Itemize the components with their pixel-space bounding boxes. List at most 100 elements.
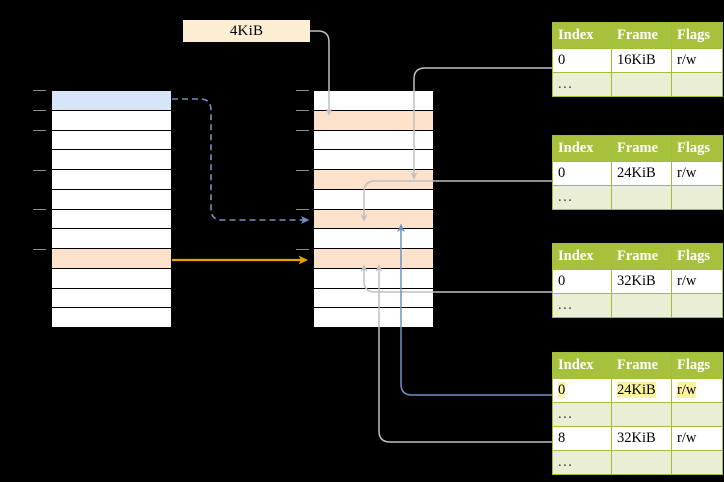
scale-tick (296, 170, 309, 171)
virtual-memory-row (52, 209, 171, 230)
cell-frame: 16KiB (611, 48, 672, 73)
cell-frame (611, 450, 672, 475)
scale-tick (33, 249, 46, 250)
virtual-memory-row (52, 130, 171, 151)
virtual-memory-row (52, 189, 171, 210)
cell-index: 0 (552, 269, 612, 294)
virtual-memory-row (52, 150, 171, 170)
cell-frame: 32KiB (611, 426, 672, 451)
column-header-flags: Flags (671, 22, 723, 49)
cell-flags: r/w (671, 269, 723, 294)
cell-flags: r/w (671, 161, 723, 186)
physical-memory-row (314, 170, 433, 190)
physical-memory-row (314, 308, 433, 327)
scale-tick (33, 90, 46, 91)
cell-index: ... (552, 185, 612, 210)
cell-index: 0 (552, 161, 612, 186)
table-ellipsis-row: ... (552, 402, 723, 427)
scale-tick (33, 130, 46, 131)
column-header-index: Index (552, 243, 612, 270)
column-header-index: Index (552, 22, 612, 49)
cell-index: 0 (552, 378, 612, 403)
wire-virtual-to-physical-dashed (172, 98, 310, 224)
physical-memory-row (314, 209, 433, 230)
physical-memory-row (314, 110, 433, 131)
physical-memory-row (314, 229, 433, 249)
cell-flags (671, 293, 723, 318)
physical-memory-row (314, 91, 433, 111)
cell-flags (671, 402, 723, 427)
physical-memory-row (314, 150, 433, 170)
cell-index: ... (552, 72, 612, 97)
column-header-frame: Frame (611, 352, 672, 379)
column-header-flags: Flags (671, 352, 723, 379)
cell-index: ... (552, 293, 612, 318)
cell-index: 0 (552, 48, 612, 73)
column-header-frame: Frame (611, 135, 672, 162)
cell-frame (611, 185, 672, 210)
virtual-memory-row (52, 288, 171, 309)
column-header-flags: Flags (671, 243, 723, 270)
cell-flags: r/w (671, 48, 723, 73)
virtual-memory-row (52, 170, 171, 190)
virtual-memory-row (52, 229, 171, 249)
cell-frame: 24KiB (611, 378, 672, 403)
scale-tick (296, 130, 309, 131)
table-ellipsis-row: ... (552, 450, 723, 475)
table-ellipsis-row: ... (552, 293, 723, 318)
physical-memory-row (314, 249, 433, 269)
virtual-memory-row (52, 91, 171, 111)
cell-flags: r/w (671, 378, 723, 403)
highlighted-value: 0 (558, 382, 566, 398)
column-header-frame: Frame (611, 243, 672, 270)
cell-flags (671, 185, 723, 210)
cell-frame: 24KiB (611, 161, 672, 186)
cell-flags (671, 72, 723, 97)
wire-table1-to-frame (410, 67, 552, 180)
virtual-address-column (51, 90, 172, 328)
table-ellipsis-row: ... (552, 72, 723, 97)
column-header-index: Index (552, 352, 612, 379)
physical-memory-row (314, 288, 433, 309)
scale-tick (296, 209, 309, 210)
cell-frame (611, 72, 672, 97)
cell-frame (611, 293, 672, 318)
column-header-index: Index (552, 135, 612, 162)
cell-flags: r/w (671, 426, 723, 451)
column-header-frame: Frame (611, 22, 672, 49)
cell-index: ... (552, 402, 612, 427)
highlighted-value: r/w (677, 382, 697, 398)
virtual-memory-row (52, 268, 171, 289)
cell-index: 8 (552, 426, 612, 451)
scale-tick (33, 209, 46, 210)
column-header-flags: Flags (671, 135, 723, 162)
page-size-label: 4KiB (183, 20, 310, 42)
scale-tick (33, 110, 46, 111)
physical-memory-column (313, 90, 434, 328)
cell-flags (671, 450, 723, 475)
virtual-memory-row (52, 249, 171, 269)
scale-tick (33, 170, 46, 171)
cell-frame: 32KiB (611, 269, 672, 294)
cell-frame (611, 402, 672, 427)
scale-tick (296, 110, 309, 111)
table-ellipsis-row: ... (552, 185, 723, 210)
highlighted-value: 24KiB (617, 382, 656, 398)
scale-tick (296, 90, 309, 91)
table-row: 0 24KiB r/w (552, 378, 723, 403)
physical-memory-row (314, 130, 433, 151)
physical-memory-row (314, 189, 433, 210)
scale-tick (296, 249, 309, 250)
